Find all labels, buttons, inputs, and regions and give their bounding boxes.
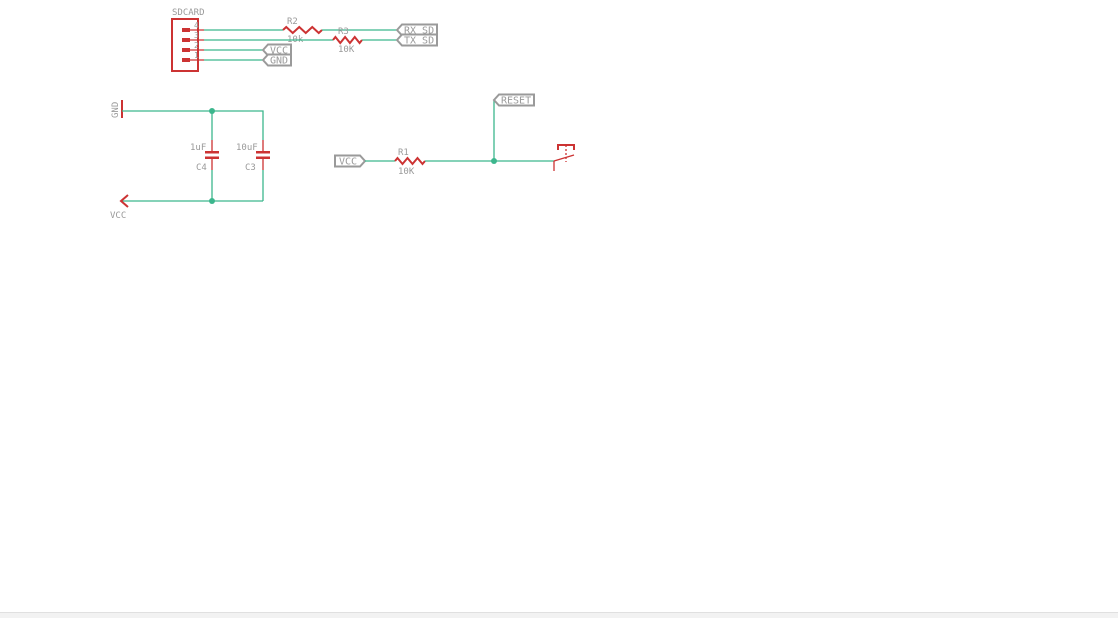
net-label-text: RX_SD [404,26,434,37]
net-label-text: VCC [270,46,288,57]
net-label-shape [492,93,535,107]
pin-number: 3 [194,31,199,40]
junction-dot [209,198,215,204]
resistor-icon [332,35,363,45]
net-label-shape [395,33,438,47]
pin-number: 1 [194,51,199,60]
gnd-symbol-label: GND [111,102,121,118]
net-label[interactable]: TX_SD [395,33,438,47]
pin-pad [182,48,190,52]
resistor-name: R2 [287,17,298,27]
reset-circuit[interactable]: VCC R1 10K RESET [334,93,575,178]
pin-pad [182,58,190,62]
component-name: SDCARD [172,8,205,18]
label: 10uF [236,143,258,153]
resistor-name: R3 [338,27,349,37]
label: C4 [196,163,207,173]
net-label-text: TX_SD [404,36,434,47]
wire [122,110,264,140]
pin-pad [182,28,190,32]
vcc-arrow-icon [119,194,129,208]
label: 1uF [190,143,206,153]
net-label-shape [334,154,367,168]
net-label-text: VCC [339,157,357,168]
label: C3 [245,163,256,173]
net-label-shape [261,53,292,67]
pushbutton-switch[interactable] [553,144,575,171]
vcc-symbol-label: VCC [110,211,126,221]
net-label-text: RESET [501,96,531,107]
net-label-text: GND [270,56,288,67]
connector-body [171,18,199,72]
status-bar [0,612,1118,618]
pin-number: 4 [194,21,199,30]
resistor-value: 10K [338,45,355,55]
net-label[interactable]: GND [261,53,292,67]
label: R1 [398,148,409,158]
capacitor-plate [256,151,270,154]
label: 10K [398,167,415,177]
capacitor-plate [205,151,219,154]
capacitor-plate [256,156,270,159]
net-label[interactable]: RESET [492,93,535,107]
pin-number: 2 [194,41,199,50]
net-label[interactable]: VCC [334,154,367,168]
junction-dot [209,108,215,114]
resistor-icon [282,25,323,35]
resistor-icon [394,156,426,166]
capacitor-plate [205,156,219,159]
pin-pad [182,38,190,42]
